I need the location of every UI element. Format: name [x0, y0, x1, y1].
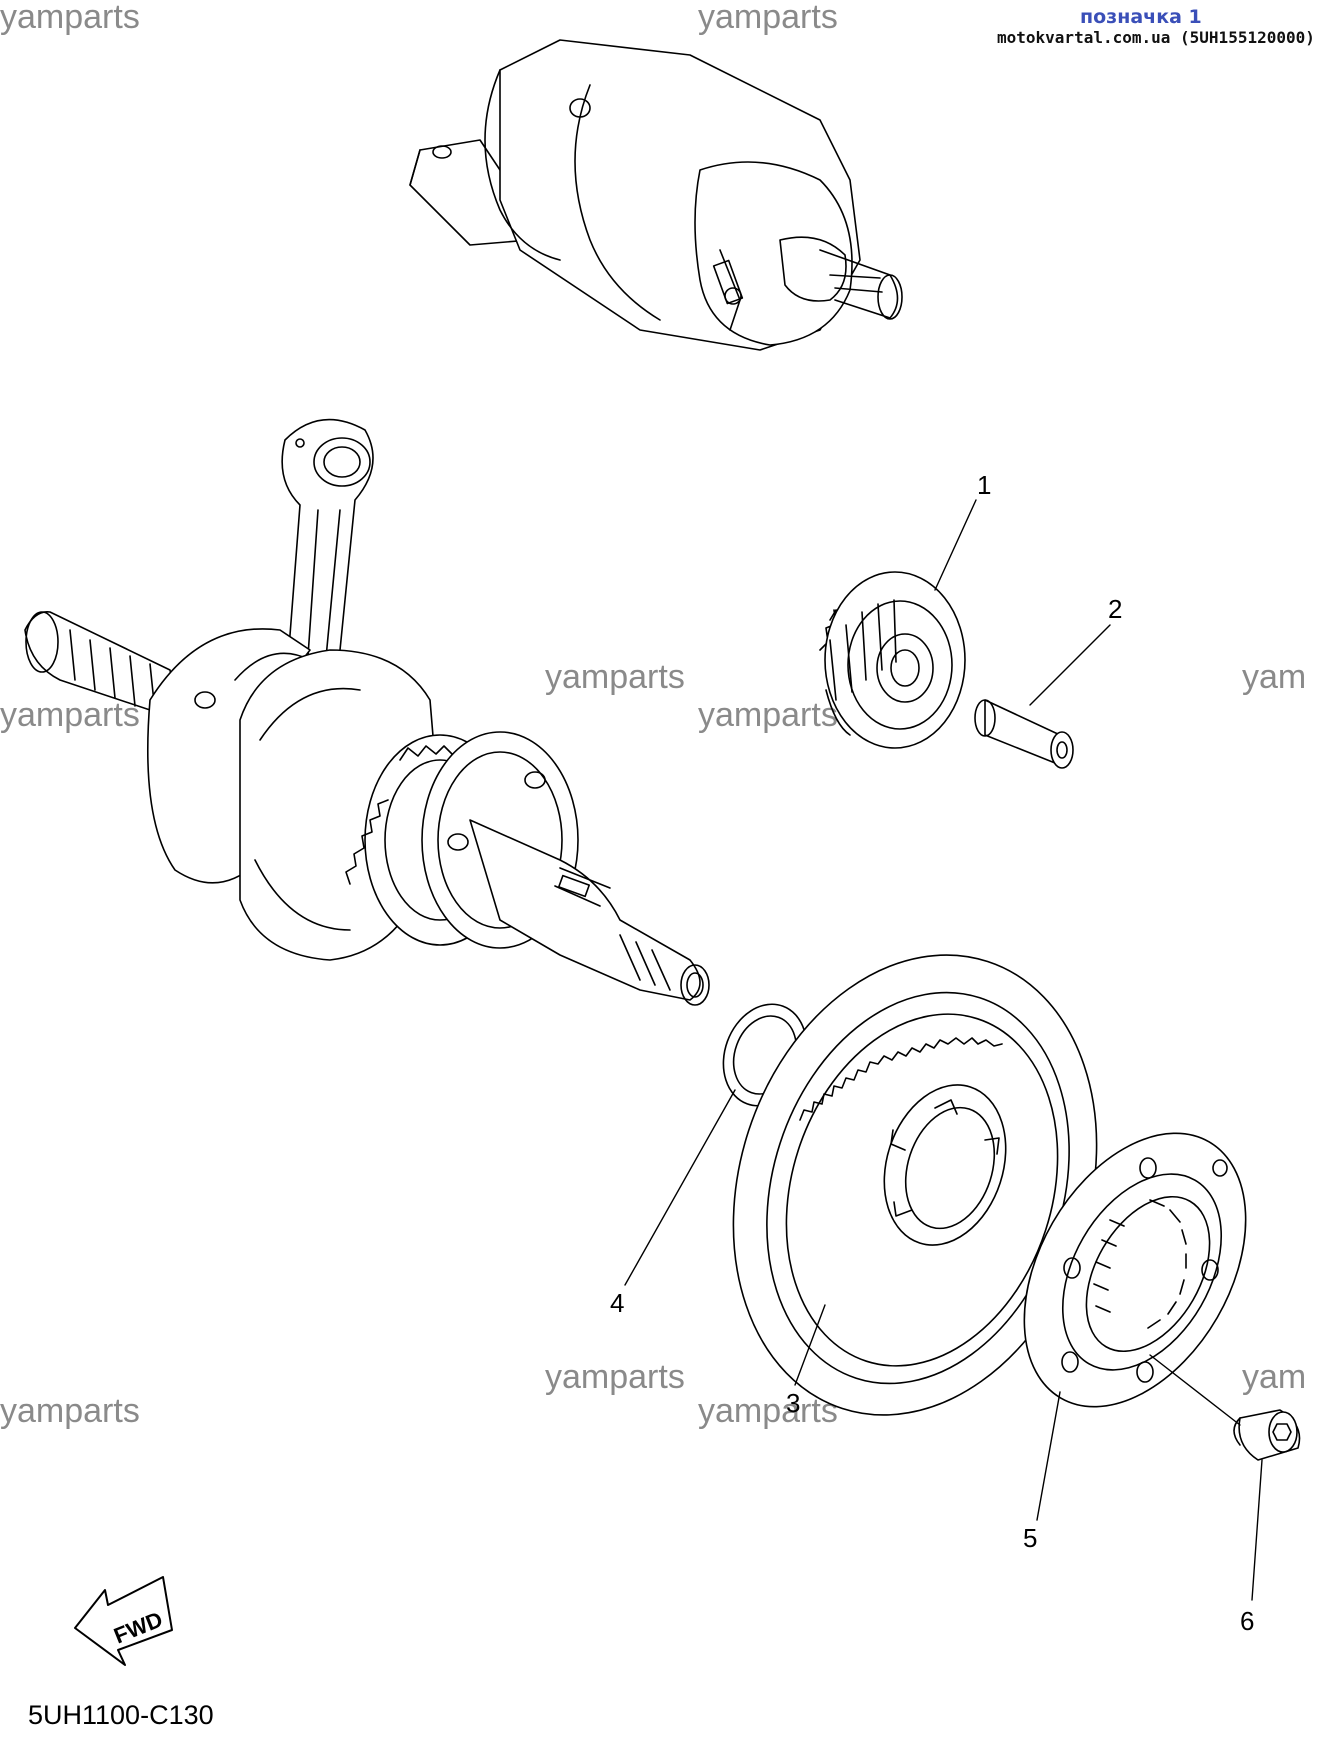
watermark: yamparts	[0, 696, 140, 734]
callout-6: 6	[1240, 1606, 1255, 1636]
watermark: yam	[1242, 1358, 1307, 1396]
watermark: yam	[1242, 658, 1307, 696]
header-title: позначка 1	[1080, 6, 1202, 28]
starter-clutch-icon	[1023, 1132, 1247, 1408]
watermark: yamparts	[0, 1392, 140, 1430]
callout-4: 4	[610, 1288, 625, 1318]
starter-wheel-gear-icon	[732, 954, 1098, 1416]
watermark: yamparts	[698, 696, 838, 734]
watermark: yamparts	[698, 1392, 838, 1430]
fwd-arrow-icon: FWD	[74, 1576, 173, 1666]
idle-gear-icon	[819, 571, 966, 749]
callout-1: 1	[977, 470, 992, 500]
starter-motor-icon	[409, 39, 903, 351]
diagram-code: 5UH1100-C130	[28, 1700, 214, 1730]
header-source: motokvartal.com.ua (5UH155120000)	[997, 28, 1315, 47]
watermark: yamparts	[0, 0, 140, 36]
crankshaft-icon	[24, 418, 710, 1006]
bolt-icon	[1233, 1409, 1301, 1461]
shaft-icon	[974, 699, 1074, 769]
callout-2: 2	[1108, 594, 1123, 624]
callout-5: 5	[1023, 1523, 1038, 1553]
watermark: yamparts	[545, 1358, 685, 1396]
watermark: yamparts	[698, 0, 838, 36]
callout-3: 3	[786, 1388, 801, 1418]
watermark: yamparts	[545, 658, 685, 696]
leader-lines	[624, 499, 1263, 1601]
